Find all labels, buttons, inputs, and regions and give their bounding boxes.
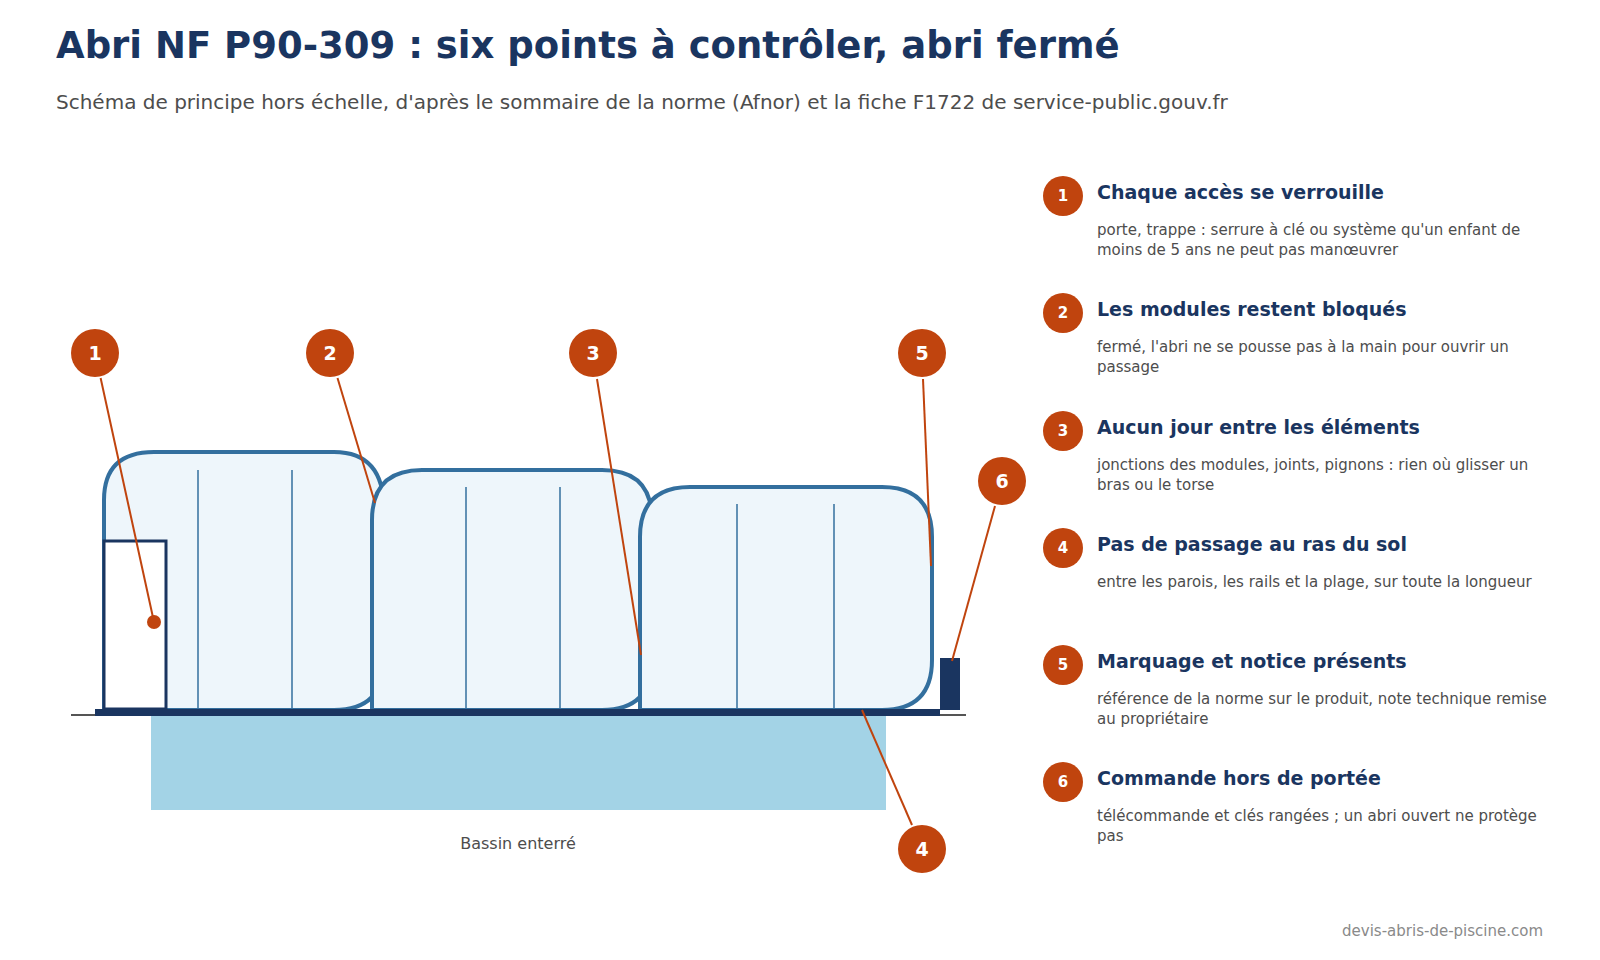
module [372,470,652,710]
callout-number: 5 [1043,645,1083,685]
item-body: jonctions des modules, joints, pignons :… [1097,455,1557,495]
callout-number: 2 [306,329,354,377]
callout-number: 5 [898,329,946,377]
callout-number: 4 [1043,528,1083,568]
callout-number: 4 [898,825,946,873]
item-body: entre les parois, les rails et la plage,… [1097,572,1557,592]
leader-line [597,379,641,655]
callout-number-text: 1 [88,342,101,364]
item-heading: Commande hors de portée [1097,767,1381,789]
lock-dot [147,615,161,629]
door [104,541,166,709]
item-body: référence de la norme sur le produit, no… [1097,689,1557,729]
checklist-item: 1Chaque accès se verrouilleporte, trappe… [1043,176,1543,260]
callout-number-text: 2 [323,342,336,364]
item-heading: Marquage et notice présents [1097,650,1407,672]
pool [151,716,886,810]
item-body: fermé, l'abri ne se pousse pas à la main… [1097,337,1557,377]
callout-number-text: 3 [586,342,599,364]
title: Abri NF P90-309 : six points à contrôler… [56,24,1120,67]
item-heading: Les modules restent bloqués [1097,298,1406,320]
checklist-item: 2Les modules restent bloquésfermé, l'abr… [1043,293,1543,377]
callout-number-text: 4 [915,838,928,860]
leader-line [923,379,931,566]
item-heading: Pas de passage au ras du sol [1097,533,1407,555]
watermark: devis-abris-de-piscine.com [1342,922,1543,940]
callout-number-text: 5 [915,342,928,364]
rail [95,709,940,716]
callout-number: 3 [569,329,617,377]
callout-number: 1 [1043,176,1083,216]
checklist-item: 4Pas de passage au ras du solentre les p… [1043,528,1543,592]
leader-line [862,710,912,825]
callout-number-text: 6 [995,470,1008,492]
leader-line [952,506,995,661]
module [640,487,932,710]
item-heading: Chaque accès se verrouille [1097,181,1384,203]
control-box [940,658,960,710]
callout-number: 3 [1043,411,1083,451]
callout-number: 6 [978,457,1026,505]
item-heading: Aucun jour entre les éléments [1097,416,1420,438]
checklist-item: 5Marquage et notice présentsréférence de… [1043,645,1543,729]
caption: Schéma de principe hors échelle, d'après… [56,90,1228,114]
callout-number: 1 [71,329,119,377]
leader-line [101,378,154,622]
item-body: porte, trappe : serrure à clé ou système… [1097,220,1557,260]
item-body: télécommande et clés rangées ; un abri o… [1097,806,1557,846]
callout-number: 2 [1043,293,1083,333]
callout-number: 6 [1043,762,1083,802]
checklist-item: 6Commande hors de portéetélécommande et … [1043,762,1543,846]
leader-line [338,378,376,503]
checklist-item: 3Aucun jour entre les élémentsjonctions … [1043,411,1543,495]
pool-label: Bassin enterré [460,834,576,853]
